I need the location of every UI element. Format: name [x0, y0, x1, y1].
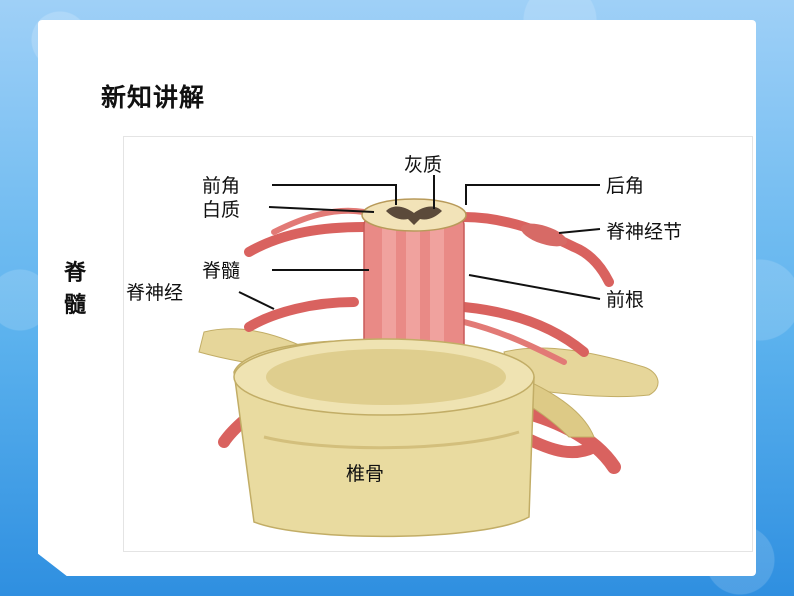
nerve-upper-right [459, 212, 614, 287]
spinal-ganglion-shape [521, 223, 567, 247]
side-label-char-2: 髓 [63, 293, 86, 318]
spinal-cord-figure: 灰质 前角 后角 白质 脊神经节 脊髓 脊神经 前根 椎骨 [124, 137, 752, 551]
label-spinal-cord: 脊髓 [202, 260, 240, 282]
vertebra-shading [263, 430, 520, 450]
leader-anterior-root [468, 274, 601, 300]
spinal-cord-fiber-2 [406, 222, 420, 352]
leader-white-matter [268, 206, 375, 213]
label-anterior-root: 前根 [606, 289, 644, 311]
leader-spinal-ganglion [558, 228, 601, 234]
label-posterior-horn: 后角 [606, 175, 644, 197]
vertebra-process-right [503, 347, 659, 398]
cord-top-gray-matter [386, 206, 442, 225]
nerve-mid-right [459, 302, 589, 357]
spinal-cord-fiber-3 [430, 222, 444, 352]
leader-anterior-horn [272, 184, 397, 205]
side-label: 脊 髓 [60, 258, 90, 322]
nerve-upper-left [244, 222, 369, 257]
label-gray-matter: 灰质 [404, 154, 442, 176]
nerve-mid-left [244, 297, 359, 332]
label-spinal-nerve: 脊神经 [126, 282, 183, 304]
leader-posterior-horn [465, 184, 600, 205]
leader-spinal-nerve [238, 291, 275, 310]
label-spinal-ganglion: 脊神经节 [606, 221, 682, 243]
slide-title: 新知讲解 [101, 83, 206, 112]
side-label-char-1: 脊 [63, 261, 86, 286]
label-anterior-horn: 前角 [202, 175, 240, 197]
label-white-matter: 白质 [202, 199, 240, 221]
nerve-mid-right-2 [461, 319, 567, 365]
spinal-cord-fiber-1 [382, 222, 396, 352]
spinal-cord-illustration: 灰质 前角 后角 白质 脊神经节 脊髓 脊神经 前根 椎骨 [126, 154, 682, 538]
label-vertebra: 椎骨 [346, 463, 384, 485]
vertebra-spongy-bone [266, 349, 506, 405]
